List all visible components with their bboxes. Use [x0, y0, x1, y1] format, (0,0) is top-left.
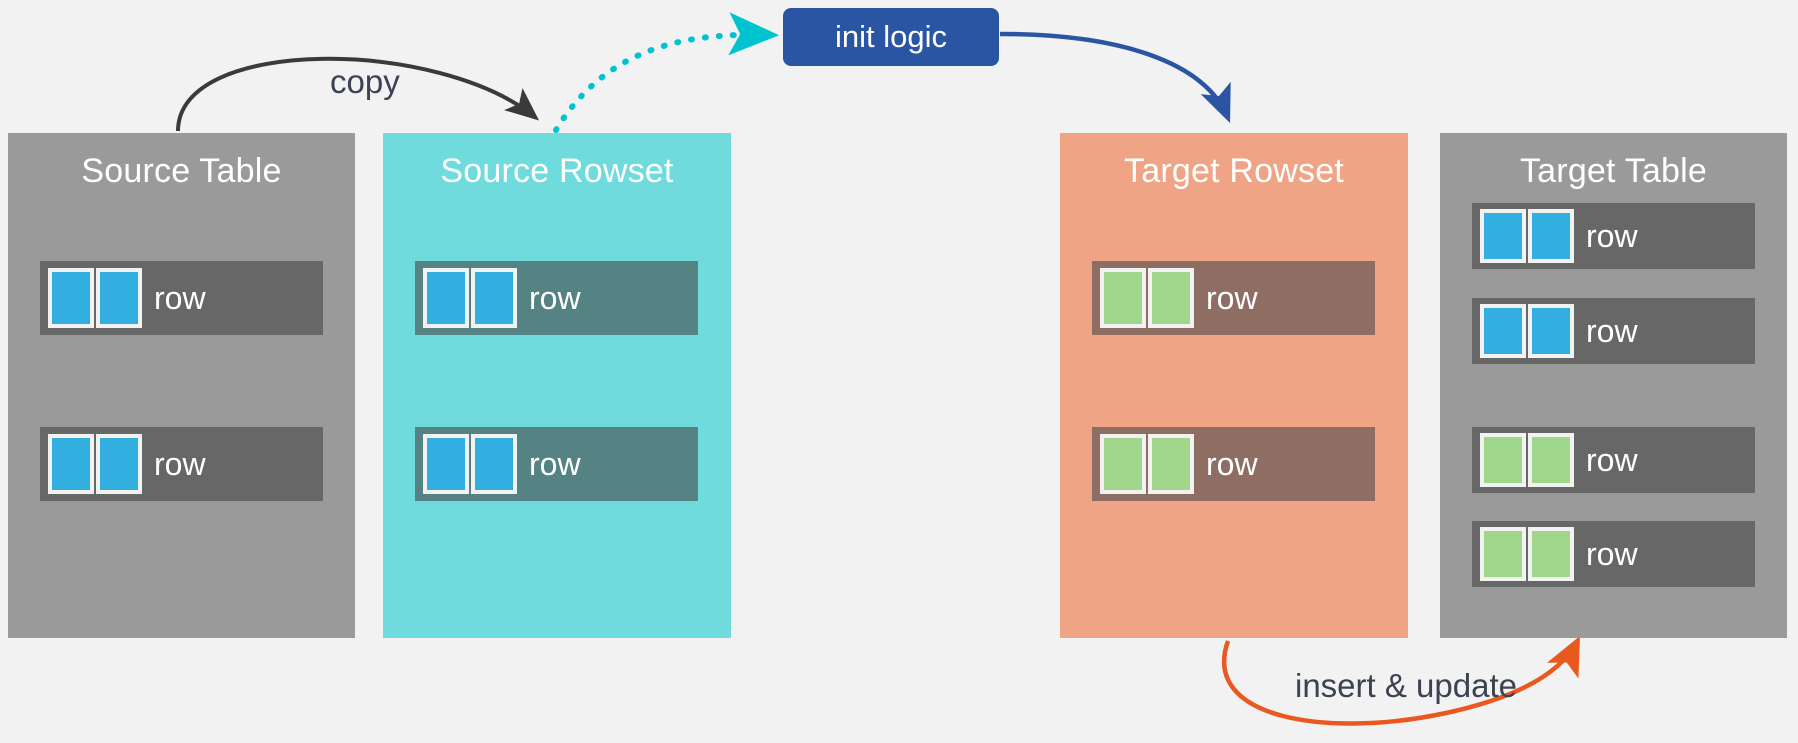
row-cell — [48, 268, 94, 328]
row-cell — [48, 434, 94, 494]
node-init-logic[interactable]: init logic — [783, 8, 999, 66]
panel-source-rowset[interactable]: Source Rowset row row — [383, 133, 731, 638]
table-row[interactable]: row — [1092, 427, 1375, 501]
row-label: row — [1206, 446, 1258, 482]
row-cell — [1528, 209, 1574, 263]
row-cell — [1100, 268, 1146, 328]
row-cell — [471, 268, 517, 328]
row-cell — [1148, 434, 1194, 494]
row-cell — [423, 434, 469, 494]
table-row[interactable]: row — [40, 427, 323, 501]
table-row[interactable]: row — [415, 427, 698, 501]
table-row[interactable]: row — [1472, 203, 1755, 269]
init-logic-label: init logic — [835, 19, 947, 54]
row-label: row — [1586, 442, 1638, 478]
row-label: row — [529, 446, 581, 482]
edge-label-insert-update: insert & update — [1295, 667, 1517, 704]
row-label: row — [154, 446, 206, 482]
row-cell — [1480, 527, 1526, 581]
panel-target-table-title: Target Table — [1519, 152, 1707, 190]
row-cell — [1148, 268, 1194, 328]
row-cell — [1528, 527, 1574, 581]
row-cell — [1480, 433, 1526, 487]
row-cell — [96, 434, 142, 494]
row-label: row — [1206, 280, 1258, 316]
row-label: row — [1586, 313, 1638, 349]
table-row[interactable]: row — [415, 261, 698, 335]
panel-source-rowset-title: Source Rowset — [440, 152, 674, 190]
row-label: row — [529, 280, 581, 316]
row-cell — [96, 268, 142, 328]
row-cell — [1528, 304, 1574, 358]
edge-init-to-target-rowset-path — [999, 31, 1231, 123]
edge-label-copy: copy — [330, 63, 400, 100]
row-label: row — [154, 280, 206, 316]
row-label: row — [1586, 218, 1638, 254]
panel-target-table[interactable]: Target Table row row row row — [1440, 133, 1787, 638]
row-cell — [1480, 304, 1526, 358]
table-row[interactable]: row — [1472, 427, 1755, 493]
table-row[interactable]: row — [40, 261, 323, 335]
panel-target-rowset-title: Target Rowset — [1124, 152, 1344, 190]
panel-target-rowset[interactable]: Target Rowset row row — [1060, 133, 1408, 638]
row-cell — [1100, 434, 1146, 494]
row-cell — [471, 434, 517, 494]
row-label: row — [1586, 536, 1638, 572]
row-cell — [1528, 433, 1574, 487]
edge-source-rowset-to-init-path — [553, 12, 780, 133]
panel-source-table[interactable]: Source Table row row — [8, 133, 355, 638]
table-row[interactable]: row — [1092, 261, 1375, 335]
row-cell — [423, 268, 469, 328]
row-cell — [1480, 209, 1526, 263]
table-row[interactable]: row — [1472, 521, 1755, 587]
panel-source-table-title: Source Table — [81, 152, 282, 190]
table-row[interactable]: row — [1472, 298, 1755, 364]
